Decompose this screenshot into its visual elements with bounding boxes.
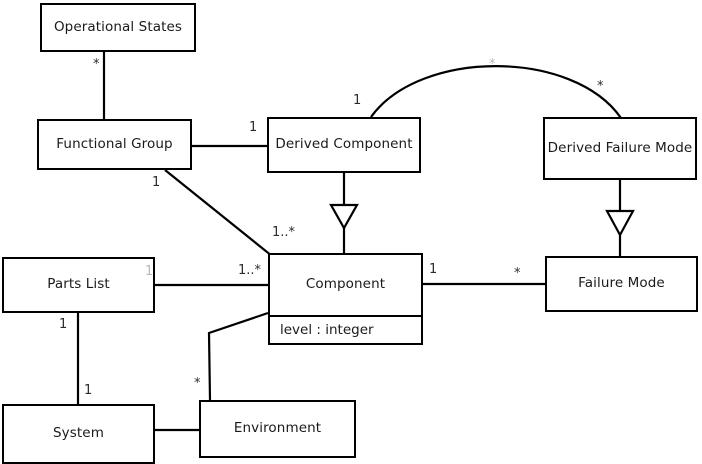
class-box-derived-component[interactable]: Derived Component bbox=[267, 117, 421, 173]
generalization-arrowhead bbox=[605, 209, 635, 238]
class-box-derived-failure-mode[interactable]: Derived Failure Mode bbox=[543, 117, 697, 180]
class-name-functional-group: Functional Group bbox=[56, 135, 173, 152]
multiplicity-label-m-partslist-right: 1 bbox=[145, 264, 154, 279]
class-box-system[interactable]: System bbox=[2, 404, 155, 464]
multiplicity-label-m-arc-apex: * bbox=[489, 57, 496, 72]
multiplicity-label-m-partslist-down: 1 bbox=[59, 317, 68, 332]
multiplicity-label-m-fg-comp-diag: 1..* bbox=[272, 225, 296, 240]
class-box-parts-list[interactable]: Parts List bbox=[2, 257, 155, 313]
class-name-operational-states: Operational States bbox=[53, 18, 183, 35]
multiplicity-label-m-comp-failure: 1 bbox=[429, 262, 438, 277]
class-name-environment: Environment bbox=[233, 420, 322, 437]
multiplicity-label-m-failure-left: * bbox=[514, 266, 521, 281]
multiplicity-label-m-fg-component: 1 bbox=[152, 175, 161, 190]
multiplicity-label-m-derivedcomp-arc: 1 bbox=[353, 93, 362, 108]
attribute-text: level : integer bbox=[280, 322, 374, 338]
class-name-component: Component bbox=[305, 276, 386, 293]
generalization-arrowhead bbox=[329, 203, 359, 231]
multiplicity-label-m-environment-comp: * bbox=[194, 376, 201, 391]
class-box-functional-group[interactable]: Functional Group bbox=[37, 119, 192, 170]
multiplicity-label-m-fg-derivedcomp: 1 bbox=[249, 120, 258, 135]
class-name-failure-mode: Failure Mode bbox=[578, 275, 665, 292]
class-box-failure-mode[interactable]: Failure Mode bbox=[545, 256, 698, 312]
class-name-derived-failure-mode: Derived Failure Mode bbox=[547, 139, 693, 156]
class-box-component[interactable]: Component level : integer bbox=[268, 253, 423, 345]
class-name-parts-list: Parts List bbox=[47, 276, 110, 293]
class-box-environment[interactable]: Environment bbox=[199, 400, 356, 458]
relationship-association-arc bbox=[370, 65, 622, 119]
relationship-association bbox=[207, 311, 269, 401]
relationship-association bbox=[164, 169, 273, 257]
attribute-compartment-component: level : integer bbox=[270, 315, 421, 343]
class-box-operational-states[interactable]: Operational States bbox=[40, 3, 196, 52]
class-name-derived-component: Derived Component bbox=[275, 136, 413, 153]
multiplicity-label-m-opstates-fg: * bbox=[93, 57, 100, 72]
multiplicity-label-m-system-up: 1 bbox=[84, 383, 93, 398]
multiplicity-label-m-comp-partslist: 1..* bbox=[238, 263, 262, 278]
class-name-system: System bbox=[53, 425, 104, 442]
multiplicity-label-m-arc-dfm: * bbox=[597, 79, 604, 94]
